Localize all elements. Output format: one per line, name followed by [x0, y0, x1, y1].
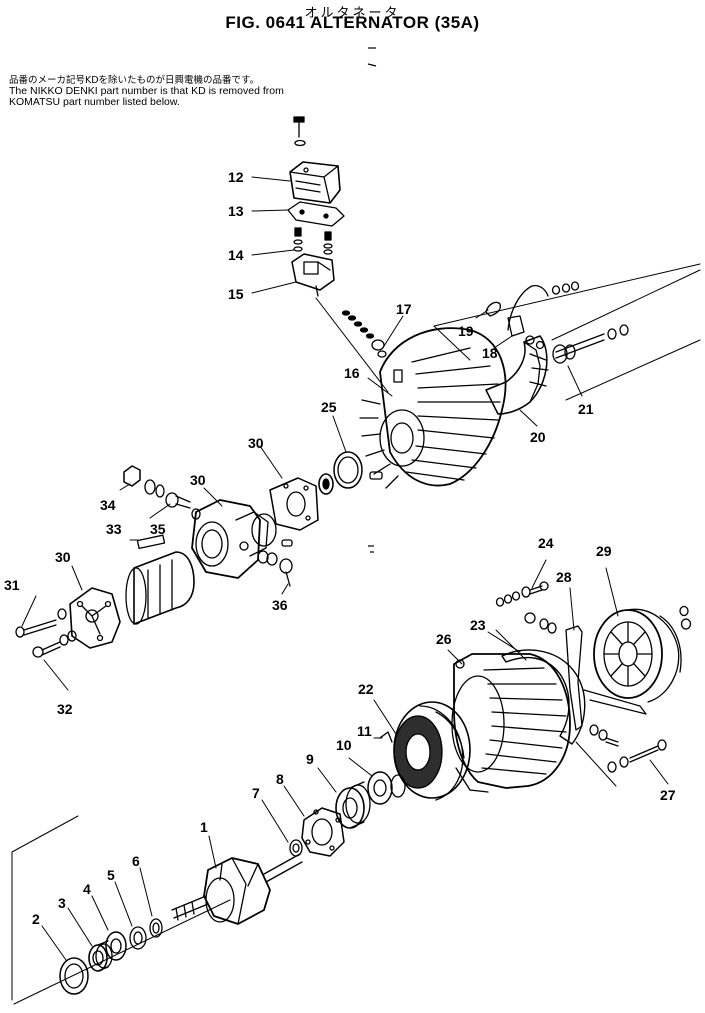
gasket-part-13: [287, 201, 345, 227]
rotor-part-1: [171, 853, 303, 925]
stator-coil-part-22: [393, 701, 471, 801]
pulley-part-29: [593, 608, 682, 703]
callout-28: 28: [556, 569, 572, 585]
callout-27: 27: [660, 787, 676, 803]
callout-16: 16: [344, 365, 360, 381]
callout-6: 6: [132, 853, 140, 869]
callout-35: 35: [150, 521, 166, 537]
callout-9: 9: [306, 751, 314, 767]
bolt-part: [293, 116, 306, 147]
rectifier-part-20: [485, 335, 549, 415]
pump-body-part-30b: [191, 499, 269, 579]
regulator-cover-part-12: [289, 161, 341, 204]
scan-marks: [367, 47, 377, 553]
bolt-set-part-21: [552, 324, 629, 364]
callout-13: 13: [228, 203, 244, 219]
callout-14: 14: [228, 247, 244, 263]
stud-part-24: [495, 581, 549, 607]
callout-4: 4: [83, 881, 91, 897]
callout-11: 11: [357, 723, 372, 739]
bolt-part-36: [279, 558, 293, 587]
oring-part: [251, 513, 277, 547]
bolt-part-27: [589, 724, 667, 773]
callout-1: 1: [200, 819, 208, 835]
bearing-part-9: [335, 781, 371, 829]
callout-15: 15: [228, 286, 244, 302]
bolt-part-31: [15, 608, 67, 638]
figure-title: FIG. 0641 ALTERNATOR (35A): [225, 13, 480, 32]
callout-30-mid: 30: [190, 472, 206, 488]
callout-36: 36: [272, 597, 288, 613]
callout-34: 34: [100, 497, 116, 513]
gasket-ring-part-25: [333, 451, 363, 489]
callout-31: 31: [4, 577, 20, 593]
callout-25: 25: [321, 399, 337, 415]
callout-17: 17: [396, 301, 412, 317]
bracket-part-28: [524, 612, 583, 731]
nut-part-34: [123, 465, 165, 498]
terminal-part-18: [507, 315, 545, 350]
bolt-part-35: [165, 492, 201, 520]
callout-24: 24: [538, 535, 554, 551]
note-english-line-2: KOMATSU part number listed below.: [9, 96, 180, 108]
callout-30-left: 30: [55, 549, 71, 565]
bearing-part-4: [105, 931, 127, 961]
wire-lead: [507, 281, 580, 331]
callout-3: 3: [58, 895, 66, 911]
spring-stack-part-17: [341, 310, 387, 358]
callout-5: 5: [107, 867, 115, 883]
callout-23: 23: [470, 617, 486, 633]
shield-part-23: [501, 649, 586, 745]
callout-2: 2: [32, 911, 40, 927]
wire-part-11: [379, 731, 393, 743]
oring-small-part: [257, 550, 278, 566]
note-japanese: 品番のメーカ記号KDを除いたものが日興電機の品番です。: [9, 75, 260, 86]
callout-19: 19: [458, 323, 474, 339]
rear-housing-part-26: [451, 653, 571, 793]
callout-33: 33: [106, 521, 122, 537]
end-plate-part-30a: [269, 477, 319, 531]
callout-12: 12: [228, 169, 244, 185]
brush-holder-part-15: [291, 253, 335, 297]
title-kana: オルタネータ: [304, 6, 401, 21]
callout-8: 8: [276, 771, 284, 787]
screw-set-part-14: [293, 227, 333, 255]
spacer-part-5: [129, 926, 147, 950]
callout-21: 21: [578, 401, 594, 417]
washer-part-2: [59, 957, 89, 995]
clip-part-19: [485, 301, 502, 317]
bearing-part-3: [88, 940, 113, 972]
note-english-line-1: The NIKKO DENKI part number is that KD i…: [9, 85, 284, 97]
callout-29: 29: [596, 543, 612, 559]
collar-part-6: [149, 918, 163, 938]
callout-20: 20: [530, 429, 546, 445]
end-cover-part-30c: [69, 587, 121, 649]
bearing-part: [318, 473, 334, 495]
callout-10: 10: [336, 737, 352, 753]
callout-26: 26: [436, 631, 452, 647]
bolt-part-32: [32, 630, 77, 658]
callout-7: 7: [252, 785, 260, 801]
callout-22: 22: [358, 681, 374, 697]
callout-labels: 12 13 14 15 16 17 18 19 20 21 25 30 30 3…: [4, 169, 676, 927]
callout-32: 32: [57, 701, 73, 717]
callout-30-top: 30: [248, 435, 264, 451]
rotor-part-33: [125, 534, 195, 625]
leader-lines: [21, 176, 669, 961]
callout-18: 18: [482, 345, 498, 361]
spacer-part-10: [367, 771, 406, 805]
retainer-plate-part-8: [301, 807, 345, 857]
stator-housing-part-16: [359, 327, 507, 489]
pin-part: [281, 539, 293, 547]
washer-part: [679, 605, 692, 630]
